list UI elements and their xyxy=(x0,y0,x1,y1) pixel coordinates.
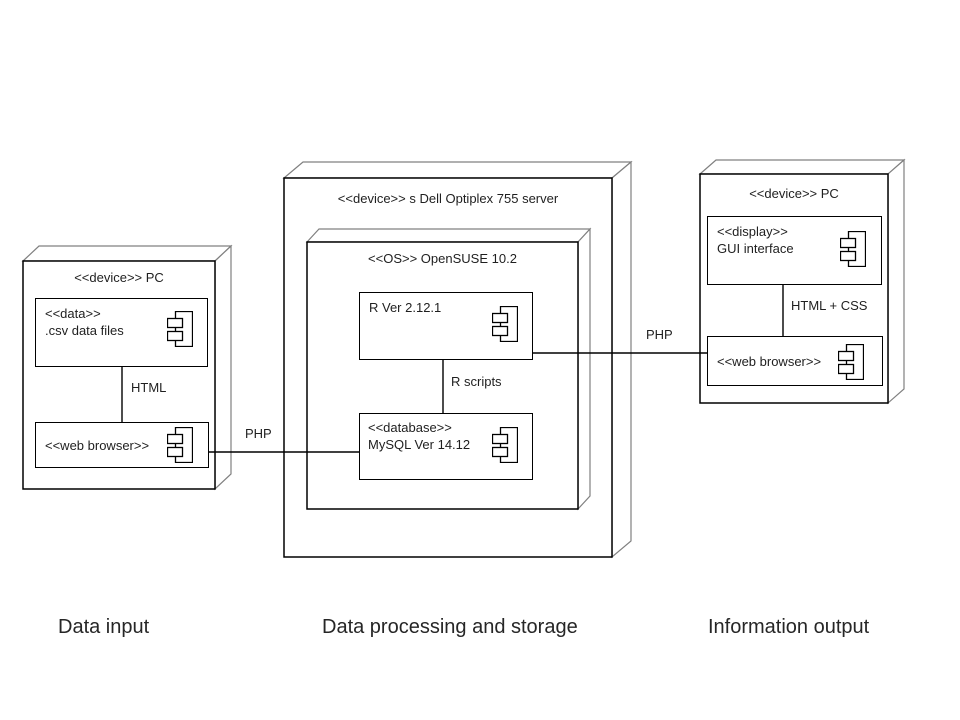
component-icon xyxy=(840,231,866,267)
component-icon xyxy=(838,344,864,380)
r-component: R Ver 2.12.1 xyxy=(359,292,533,360)
caption-information-output: Information output xyxy=(708,616,870,638)
mysql-database-component: <<database>> MySQL Ver 14.12 xyxy=(359,413,533,480)
web-browser-component-left: <<web browser>> xyxy=(35,422,209,468)
caption-data-input: Data input xyxy=(58,616,150,638)
csv-data-files-component: <<data>> .csv data files xyxy=(35,298,208,367)
r-component-label: R Ver 2.12.1 xyxy=(369,300,442,315)
server-node-title: <<device>> s Dell Optiplex 755 server xyxy=(337,191,559,206)
output-pc-node-title: <<device>> PC xyxy=(749,186,839,201)
mysql-database-label: <<database>> MySQL Ver 14.12 xyxy=(368,420,471,452)
php-link-label-right: PHP xyxy=(646,327,673,342)
gui-interface-label: <<display>> GUI interface xyxy=(717,224,794,256)
component-icon xyxy=(492,306,518,342)
r-scripts-connector-label: R scripts xyxy=(451,374,502,389)
web-browser-label-right: <<web browser>> xyxy=(717,353,822,369)
php-link-label-left: PHP xyxy=(245,426,272,441)
component-icon xyxy=(167,427,193,463)
os-node-title: <<OS>> OpenSUSE 10.2 xyxy=(368,251,517,266)
web-browser-label-left: <<web browser>> xyxy=(45,437,150,453)
html-css-connector-label: HTML + CSS xyxy=(791,298,868,313)
html-connector-label: HTML xyxy=(131,380,167,395)
caption-data-processing-storage: Data processing and storage xyxy=(322,616,578,638)
csv-data-files-label: <<data>> .csv data files xyxy=(45,306,124,338)
component-icon xyxy=(167,311,193,347)
component-icon xyxy=(492,427,518,463)
web-browser-component-right: <<web browser>> xyxy=(707,336,883,386)
input-pc-node-title: <<device>> PC xyxy=(74,270,164,285)
gui-interface-component: <<display>> GUI interface xyxy=(707,216,882,285)
